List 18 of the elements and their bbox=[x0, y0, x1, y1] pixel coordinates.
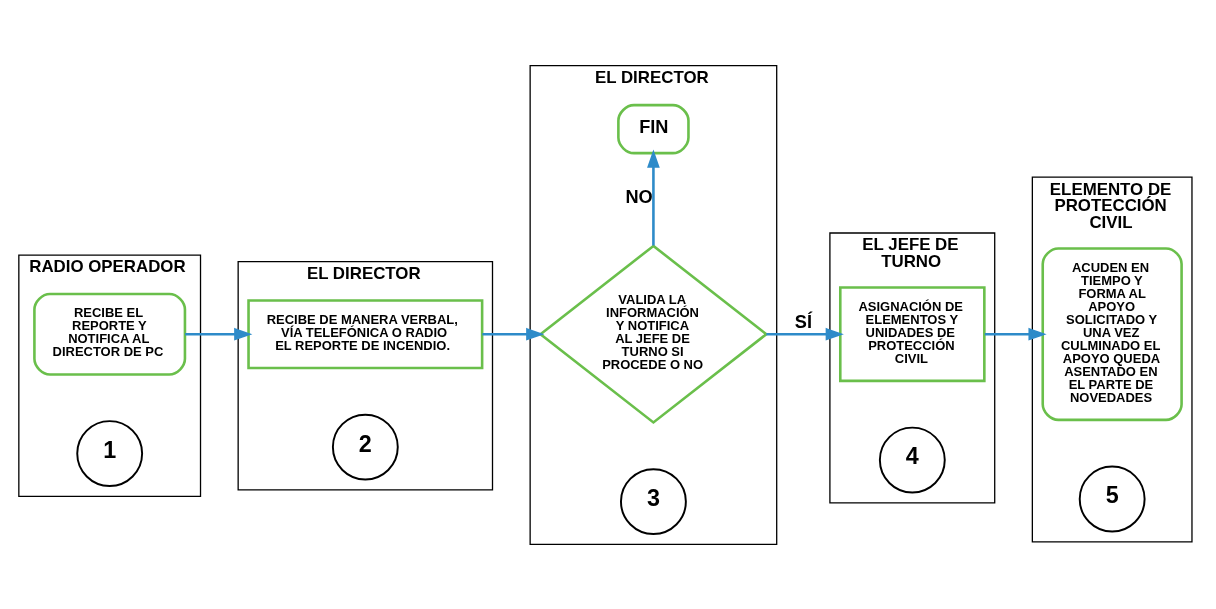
node-box: ACUDEN EN TIEMPO Y FORMA AL APOYO SOLICITADO Y UNA VEZ CULMINADO EL APOYO QUEDA ASENTADO EN EL PARTE DE NOVEDADES bbox=[1041, 246, 1183, 421]
arrow bbox=[647, 149, 660, 245]
arrow bbox=[482, 327, 545, 341]
edge-label: NO bbox=[625, 186, 653, 207]
arrow bbox=[766, 327, 844, 341]
arrow bbox=[984, 327, 1047, 341]
node-circle: 2 bbox=[331, 413, 399, 480]
node-circle: 5 bbox=[1078, 465, 1146, 532]
node-box: FIN bbox=[617, 103, 690, 154]
node-diamond: VALIDA LA INFORMACIÓN Y NOTIFICA AL JEFE DE TURNO SI PROCEDE O NO bbox=[538, 243, 769, 424]
edge-label: SÍ bbox=[794, 311, 813, 332]
node-box: RECIBE EL REPORTE Y NOTIFICA AL DIRECTOR DE PC bbox=[33, 292, 187, 376]
node-box: ASIGNACIÓN DE ELEMENTOS Y UNIDADES DE PROTECCIÓN CIVIL bbox=[839, 285, 986, 382]
node-box: RECIBE DE MANERA VERBAL, VÍA TELEFÓNICA O RADIO EL REPORTE DE INCENDIO. bbox=[247, 298, 484, 369]
arrow bbox=[185, 327, 253, 341]
node-circle: 1 bbox=[76, 419, 144, 487]
node-circle: 3 bbox=[620, 467, 687, 535]
node-circle: 4 bbox=[878, 426, 946, 493]
